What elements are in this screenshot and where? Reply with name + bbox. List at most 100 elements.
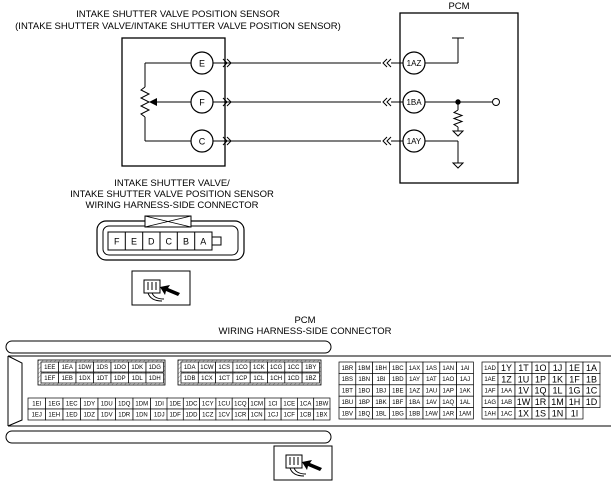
pcm-pin-label: 1DW [78,365,92,371]
pcm-pin-label: 1EC [66,402,78,408]
sensor-terminal-f: F [190,90,214,114]
pcm-pin-label: 1CM [250,402,263,408]
pcm-pin-label: 1DF [169,413,181,419]
harness-wires [213,58,404,146]
pcm-pin-label: 1AQ [442,400,454,406]
sensor-terminal-e: E [190,51,214,75]
pcm-pin-label: 1DK [131,365,143,371]
pcm-pin-label: 1DQ [118,402,131,408]
pcm-pin-label: 1BX [316,413,327,419]
pcm-pin-label: 1AI [460,366,469,372]
pcm-terminal-1az: 1AZ [402,51,426,75]
pcm-pin-label: 1BM [358,366,370,372]
pcm-pin-label: 1EB [62,376,73,382]
sensor-connector-pin-c: C [165,237,172,247]
pcm-pin-label: 1DC [185,402,198,408]
pcm-pin-label: 1AY [409,377,420,383]
sensor-connector-title-line2: INTAKE SHUTTER VALVE POSITION SENSOR [70,189,274,200]
pcm-pin-cell [456,407,474,420]
pcm-pin-label: 1BT [342,389,353,395]
pcm-pin-label: 1BU [342,400,354,406]
pcm-pin-label: 1AG [484,400,496,406]
pcm-pin-label: 1EE [44,365,55,371]
pcm-pin-label: 1AO [442,377,454,383]
pcm-pin-label: 1T [518,363,529,373]
pcm-pin-label: 1CU [218,402,230,408]
pcm-pin-label: 1Z [501,374,512,384]
pcm-pin-label: 1CB [300,413,312,419]
pcm-pin-label: 1DU [101,402,113,408]
pcm-pin-label: 1BB [409,411,420,417]
pcm-terminal-1ay: 1AY [402,129,426,153]
pcm-pin-label: 1BP [359,400,370,406]
pcm-pin-label: 1EF [44,376,55,382]
pcm-pin-label: 1CZ [202,413,214,419]
pcm-pin-label: 1AW [425,411,438,417]
pcm-pin-label: 1DV [101,413,113,419]
pcm-pin-label: 1AV [426,400,437,406]
pcm-pin-label: 1DY [83,402,95,408]
sensor-connector-face: F E D C B A [96,215,245,261]
pcm-pin-label: 1DO [114,365,127,371]
pcm-pin-label: 1BV [342,411,353,417]
pcm-pin-label: 1BH [375,366,387,372]
pcm-connector-body [5,340,611,444]
pcm-pin-label: 1G [568,386,580,396]
pcm-pin-label: 1W [517,397,531,407]
pcm-pin-label: 1AD [484,366,496,372]
pcm-pin-cell [313,408,331,421]
sensor-connector-pin-f: F [114,237,120,247]
pcm-pin-label: 1DA [184,365,196,371]
pcm-pin-label: 1CJ [268,413,279,419]
sensor-connector-pin-e: E [131,237,137,247]
pcm-pin-label: 1J [553,363,563,373]
pcm-pin-label: 1CF [284,413,296,419]
pcm-terminal-1ay-label: 1AY [407,137,422,146]
pcm-pin-label: 1P [535,374,546,384]
pcm-pin-label: 1CQ [234,402,247,408]
pcm-pin-label: 1D [586,397,598,407]
pcm-pin-label: 1AB [501,400,512,406]
pcm-pin-label: 1EJ [32,413,42,419]
pcm-terminal-1az-label: 1AZ [407,59,422,68]
pcm-pin-label: 1CP [236,376,248,382]
pcm-pin-cell [582,395,601,408]
pcm-pin-label: 1BA [409,400,420,406]
pcm-pin-label: 1O [534,363,546,373]
pcm-pin-label: 1F [569,374,580,384]
pcm-pin-label: 1AE [484,377,495,383]
pcm-pin-label: 1AN [442,366,454,372]
pcm-connector-title-line2: WIRING HARNESS-SIDE CONNECTOR [219,326,392,337]
pcm-pin-label: 1DZ [84,413,96,419]
pcm-pin-label: 1BN [358,377,370,383]
pcm-pin-label: 1AX [409,366,420,372]
pcm-pin-label: 1CA [300,402,312,408]
pcm-pin-label: 1DG [149,365,162,371]
pcm-pin-label: 1ED [66,413,78,419]
pcm-pin-label: 1X [518,409,529,419]
pcm-pin-cell [301,361,320,373]
pcm-pin-label: 1I [571,409,579,419]
pcm-pin-cell [565,407,584,420]
pcm-pin-label: 1BR [342,366,354,372]
pcm-pin-label: 1BZ [305,376,316,382]
pcm-pin-label: 1DP [114,376,126,382]
sensor-terminal-c-label: C [199,137,206,147]
pcm-pin-label: 1BF [392,400,403,406]
connector-view-icon [131,270,191,306]
pcm-pin-label: 1M [551,397,564,407]
pcm-pin-label: 1DM [135,402,148,408]
pcm-pin-label: 1DS [96,365,108,371]
pcm-pin-label: 1R [535,397,547,407]
pcm-pin-label: 1DB [184,376,196,382]
pcm-pin-label: 1Q [534,386,546,396]
pcm-pin-label: 1DL [132,376,144,382]
pcm-pin-label: 1CW [200,365,214,371]
pcm-pin-label: 1CD [287,376,300,382]
pcm-connector-title-line1: PCM [294,315,315,326]
sensor-connector-pin-a: A [200,237,206,247]
pcm-pin-cell [301,372,320,384]
pcm-pin-label: 1BY [305,365,316,371]
pcm-pin-label: 1V [518,386,529,396]
